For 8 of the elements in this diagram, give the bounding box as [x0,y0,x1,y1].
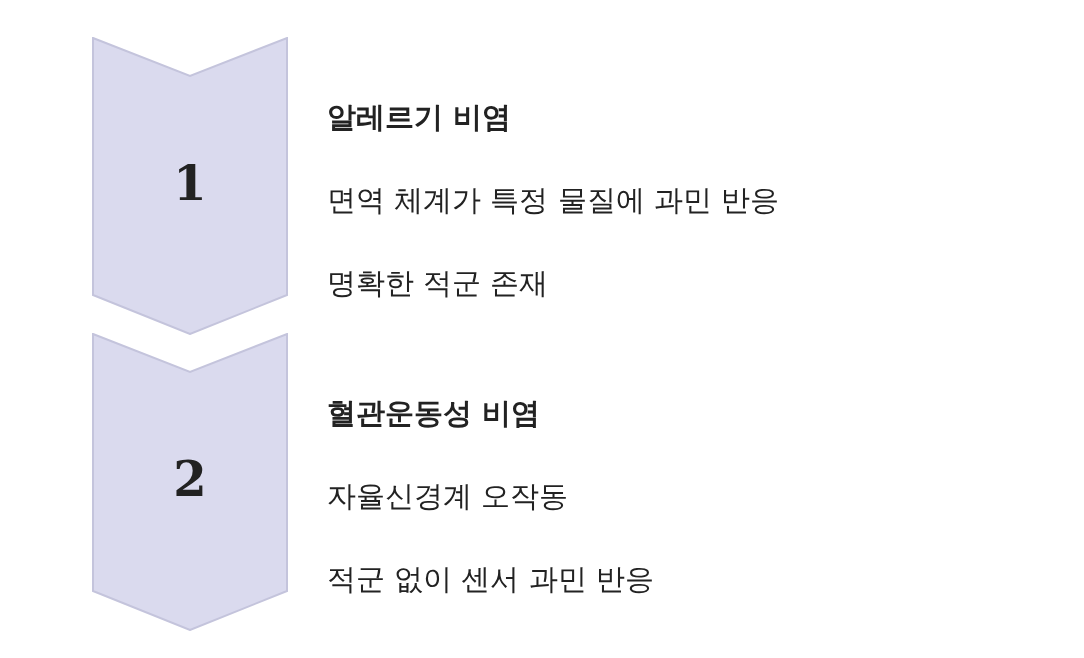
step-description: 자율신경계 오작동 [327,478,569,514]
step-description: 명확한 적군 존재 [327,265,549,301]
step-number: 2 [172,451,208,507]
step-description: 면역 체계가 특정 물질에 과민 반응 [327,182,780,218]
step-heading: 알레르기 비염 [327,99,512,135]
step-number: 1 [172,155,208,211]
step-description: 적군 없이 센서 과민 반응 [327,561,654,597]
step-heading: 혈관운동성 비염 [327,395,541,431]
